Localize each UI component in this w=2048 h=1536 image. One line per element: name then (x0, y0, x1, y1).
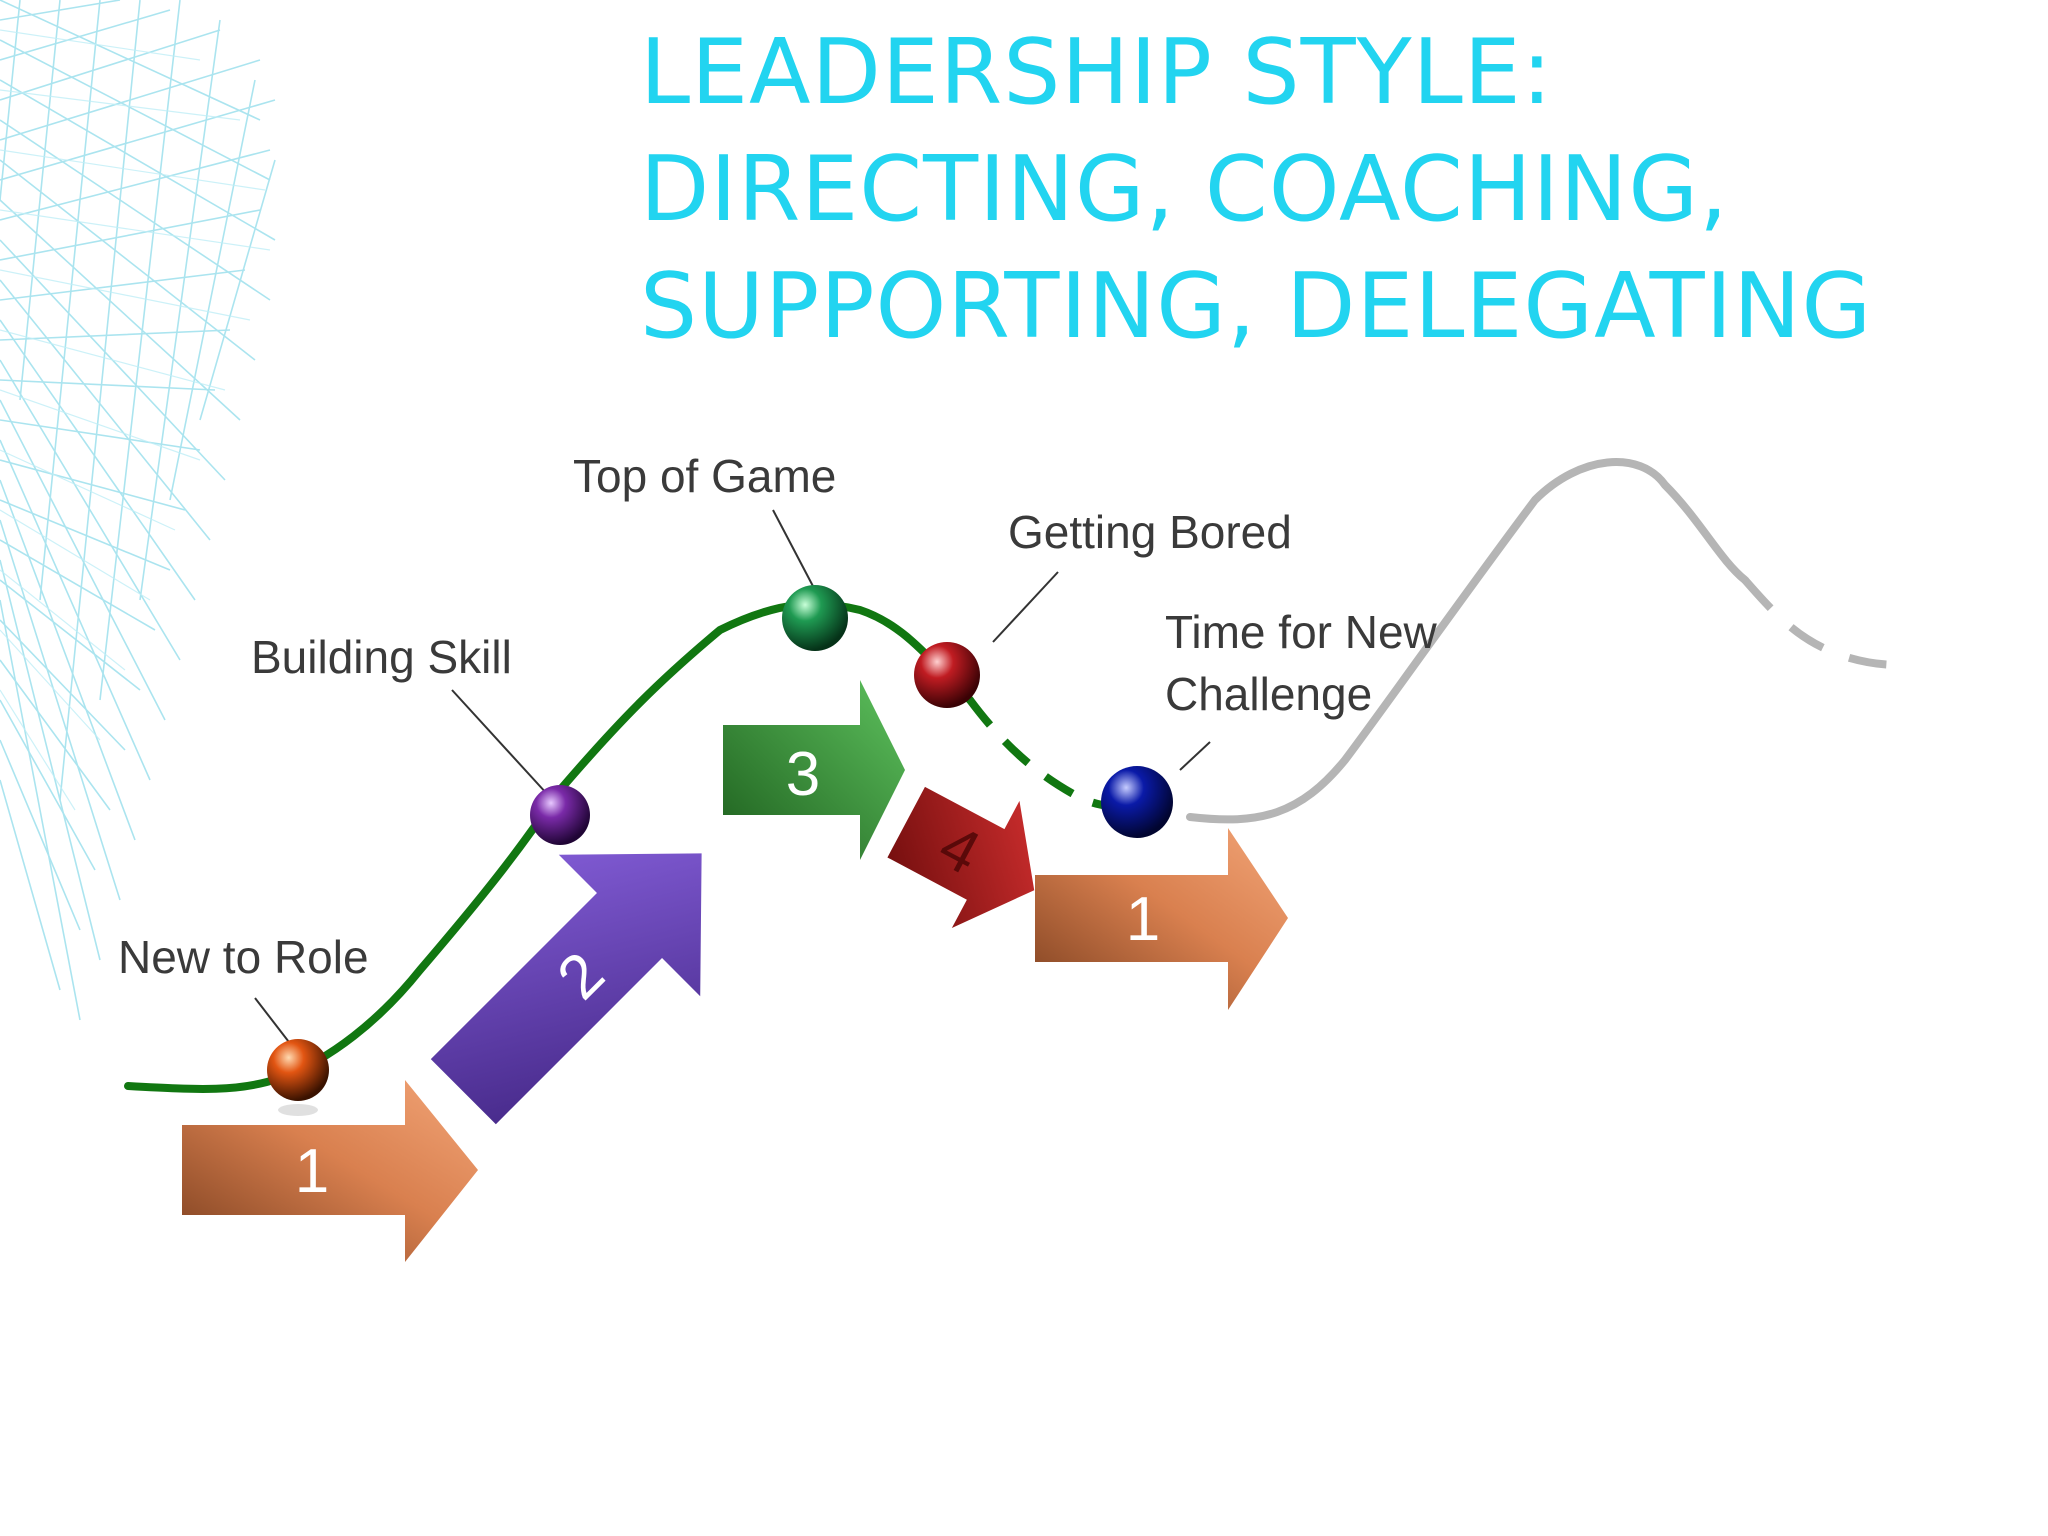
stage-label-new-challenge-line2: Challenge (1165, 668, 1372, 720)
title-line-1: LEADERSHIP STYLE: (640, 20, 1553, 125)
stage-label-getting-bored: Getting Bored (1008, 506, 1292, 558)
stage-label-top-of-game: Top of Game (573, 450, 836, 502)
stage-ball-top-of-game (782, 585, 848, 651)
stage-label-new-challenge-line1: Time for New (1165, 606, 1438, 658)
title-line-3: SUPPORTING, DELEGATING (640, 254, 1873, 359)
stage-label-new-to-role: New to Role (118, 931, 369, 983)
decorative-mesh (0, 0, 276, 1021)
arrow-4-delegating: 4 (887, 786, 1035, 928)
arrow-5-number: 1 (1126, 885, 1160, 954)
stage-ball-new-challenge (1101, 766, 1173, 838)
arrow-3-number: 3 (786, 740, 820, 809)
future-curve (1186, 458, 1749, 824)
leader-line-building-skill (451, 689, 549, 796)
stage-ball-getting-bored (914, 642, 980, 708)
arrow-3-supporting: 3 (723, 680, 905, 860)
future-curve-dashed (1741, 577, 1906, 669)
stage-ball-building-skill (530, 785, 590, 845)
leader-line-getting-bored (992, 571, 1059, 643)
leader-line-new-to-role (254, 997, 293, 1047)
arrow-5-directing-again: 1 (1035, 828, 1288, 1010)
stage-label-building-skill: Building Skill (251, 631, 512, 683)
page-title: LEADERSHIP STYLE: DIRECTING, COACHING, S… (640, 14, 2000, 365)
arrow-1-number: 1 (295, 1137, 329, 1206)
arrow-1-directing: 1 (182, 1080, 478, 1262)
leader-line-top-of-game (772, 509, 816, 591)
title-line-2: DIRECTING, COACHING, (640, 137, 1729, 242)
leader-line-new-challenge (1179, 741, 1211, 771)
arrow-2-coaching: 2 (430, 853, 702, 1125)
stage-ball-new-to-role (267, 1039, 329, 1116)
development-curve-dashed (966, 697, 1111, 810)
